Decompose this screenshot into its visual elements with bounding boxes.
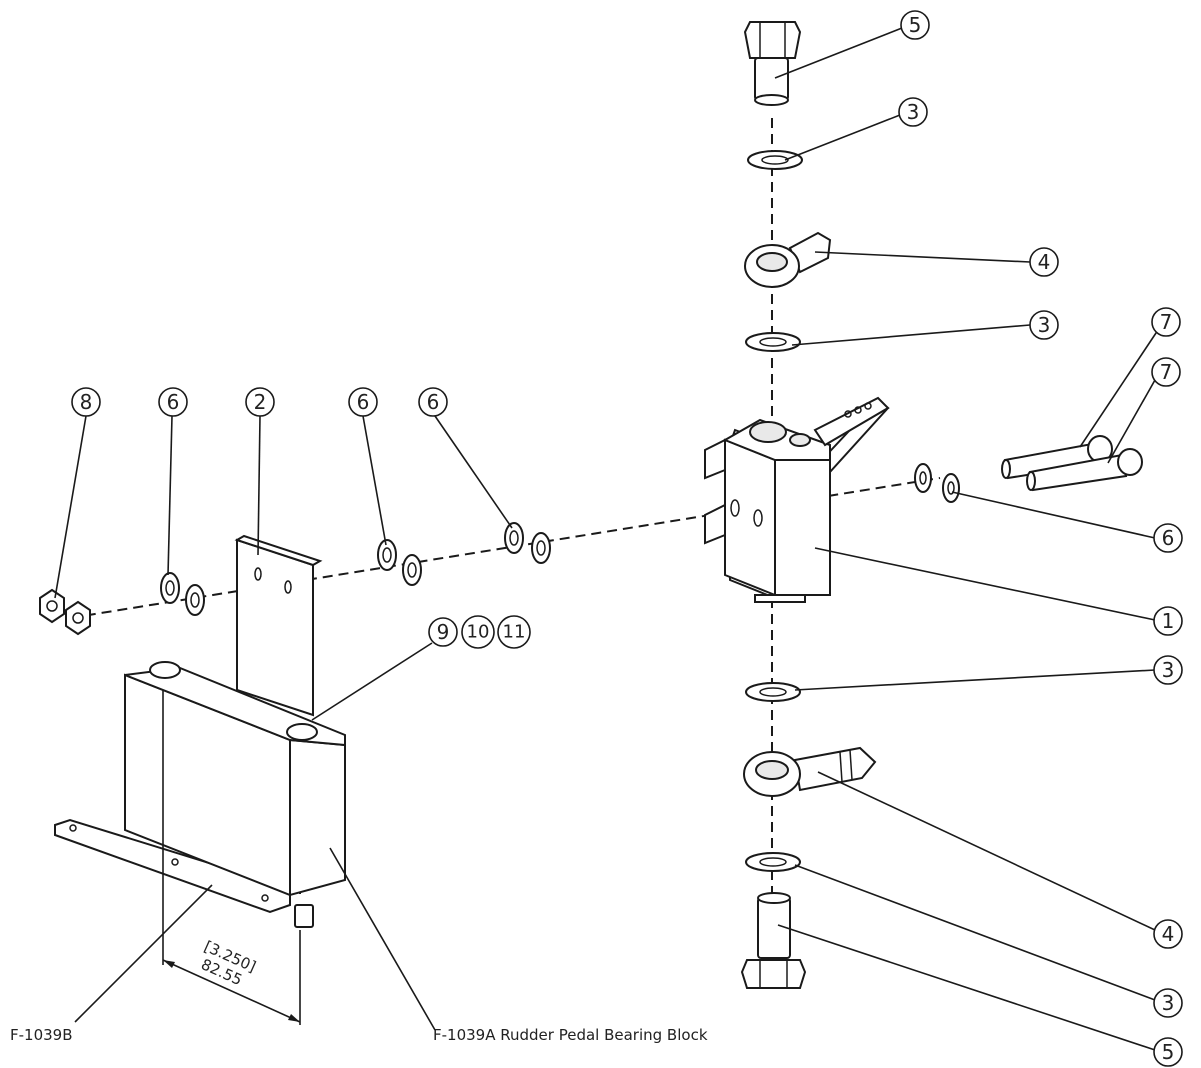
svg-text:5: 5 — [1162, 1040, 1175, 1064]
callout-6-a: 6 — [158, 387, 188, 417]
callout-3-mid: 3 — [1029, 310, 1059, 340]
part-6-washers-a — [160, 572, 205, 616]
horizontal-axis-centerline — [69, 477, 941, 619]
part-8-nuts — [39, 588, 91, 636]
svg-text:7: 7 — [1160, 360, 1173, 384]
callout-8: 8 — [71, 387, 101, 417]
leader-lines — [54, 27, 1159, 1051]
svg-text:6: 6 — [167, 390, 180, 414]
part-5-top-bolt — [743, 21, 802, 106]
svg-text:1: 1 — [1162, 609, 1175, 633]
svg-text:6: 6 — [427, 390, 440, 414]
label-bearing-block: F-1039A Rudder Pedal Bearing Block — [433, 1026, 708, 1044]
callout-7-a: 7 — [1151, 307, 1181, 337]
svg-text:4: 4 — [1162, 922, 1175, 946]
callout-5-top: 5 — [900, 10, 930, 40]
part-5-bottom-bolt — [740, 892, 807, 989]
part-4-low-rod-end — [743, 746, 877, 797]
part-3-washer-mid — [745, 332, 801, 352]
svg-text:4: 4 — [1038, 250, 1051, 274]
callout-6-c: 6 — [418, 387, 448, 417]
part-1-bearing-body — [704, 396, 890, 603]
callout-3-top: 3 — [898, 97, 928, 127]
callout-3-bottom: 3 — [1153, 988, 1183, 1018]
svg-text:3: 3 — [1162, 658, 1175, 682]
svg-text:3: 3 — [907, 100, 920, 124]
callout-1: 1 — [1153, 606, 1183, 636]
callout-10: 10 — [461, 615, 495, 649]
svg-text:6: 6 — [357, 390, 370, 414]
callout-6-b: 6 — [348, 387, 378, 417]
callout-4-low: 4 — [1153, 919, 1183, 949]
callout-6-right: 6 — [1153, 523, 1183, 553]
callout-4-top: 4 — [1029, 247, 1059, 277]
svg-text:11: 11 — [503, 622, 526, 643]
part-3-washer-low — [745, 682, 801, 702]
svg-text:7: 7 — [1160, 310, 1173, 334]
part-3-washer-top — [747, 150, 803, 170]
svg-text:3: 3 — [1162, 991, 1175, 1015]
part-3-washer-bottom — [745, 852, 801, 872]
svg-text:5: 5 — [909, 13, 922, 37]
part-7-bolt-lower — [1026, 448, 1143, 492]
part-4-top-rod-end — [744, 231, 832, 288]
callout-5-bottom: 5 — [1153, 1037, 1183, 1067]
part-6-washers-b — [377, 539, 422, 586]
svg-text:2: 2 — [254, 390, 267, 414]
part-6-washers-c — [504, 522, 551, 564]
svg-text:6: 6 — [1162, 526, 1175, 550]
callout-7-b: 7 — [1151, 357, 1181, 387]
svg-text:10: 10 — [467, 622, 490, 643]
callout-2: 2 — [245, 387, 275, 417]
label-base-plate: F-1039B — [10, 1026, 73, 1044]
svg-text:8: 8 — [80, 390, 93, 414]
callout-9: 9 — [428, 617, 458, 647]
callout-11: 11 — [497, 615, 531, 649]
callout-3-low: 3 — [1153, 655, 1183, 685]
svg-text:3: 3 — [1038, 313, 1051, 337]
bearing-block-f1039a — [54, 661, 346, 928]
svg-text:9: 9 — [437, 620, 450, 644]
part-6-washers-right — [914, 463, 960, 503]
part-2-bracket — [234, 534, 323, 717]
